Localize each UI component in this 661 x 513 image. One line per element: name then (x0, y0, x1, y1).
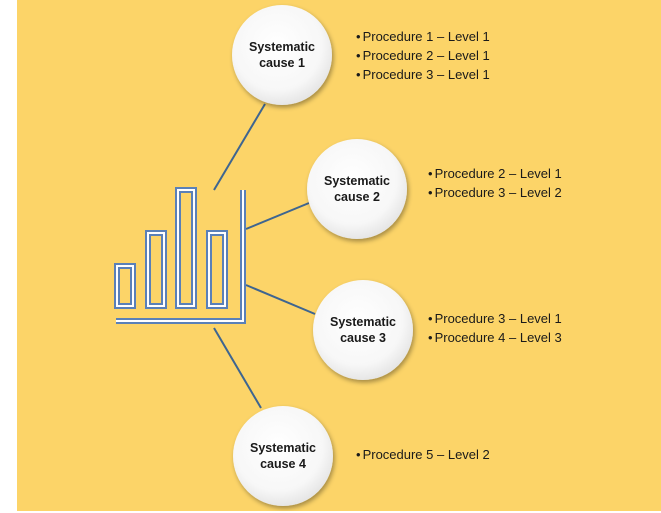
procedure-list-cause-1: •Procedure 1 – Level 1 •Procedure 2 – Le… (356, 27, 490, 84)
cause-label-2: Systematic cause 2 (302, 173, 412, 205)
list-item: •Procedure 3 – Level 1 (428, 311, 562, 326)
list-item: •Procedure 2 – Level 1 (356, 48, 490, 63)
diagram-canvas: Systematic cause 1 Systematic cause 2 Sy… (17, 0, 661, 511)
list-item: •Procedure 2 – Level 1 (428, 166, 562, 181)
connector-cause-2 (245, 202, 310, 230)
cause-4-line1: Systematic (249, 441, 316, 455)
cause-2-line2: cause 2 (334, 190, 380, 204)
cause-3-line1: Systematic (329, 315, 396, 329)
cause-1-line2: cause 1 (259, 56, 305, 70)
cause-3-line2: cause 3 (340, 331, 386, 345)
diagram-graphics (17, 0, 661, 511)
procedure-text: Procedure 3 – Level 1 (434, 311, 562, 326)
cause-1-line1: Systematic (248, 40, 315, 54)
procedure-list-cause-2: •Procedure 2 – Level 1 •Procedure 3 – Le… (428, 164, 562, 202)
cause-circle-4 (233, 406, 333, 506)
list-item: •Procedure 1 – Level 1 (356, 29, 490, 44)
procedure-text: Procedure 1 – Level 1 (362, 29, 490, 44)
cause-2-line1: Systematic (323, 174, 390, 188)
procedure-text: Procedure 2 – Level 1 (362, 48, 490, 63)
cause-label-3: Systematic cause 3 (308, 314, 418, 346)
connector-cause-3 (245, 284, 316, 315)
procedure-text: Procedure 2 – Level 1 (434, 166, 562, 181)
list-item: •Procedure 5 – Level 2 (356, 447, 490, 462)
cause-label-1: Systematic cause 1 (227, 39, 337, 71)
connector-cause-4 (213, 327, 262, 409)
cause-4-line2: cause 4 (260, 457, 306, 471)
list-item: •Procedure 4 – Level 3 (428, 330, 562, 345)
cause-circle-3 (313, 280, 413, 380)
list-item: •Procedure 3 – Level 1 (356, 67, 490, 82)
procedure-text: Procedure 3 – Level 1 (362, 67, 490, 82)
cause-label-4: Systematic cause 4 (228, 440, 338, 472)
procedure-list-cause-3: •Procedure 3 – Level 1 •Procedure 4 – Le… (428, 309, 562, 347)
background (17, 0, 661, 511)
procedure-text: Procedure 3 – Level 2 (434, 185, 562, 200)
list-item: •Procedure 3 – Level 2 (428, 185, 562, 200)
cause-circle-2 (307, 139, 407, 239)
procedure-text: Procedure 4 – Level 3 (434, 330, 562, 345)
connector-cause-1 (213, 103, 266, 191)
bar-chart-icon (114, 187, 246, 324)
procedure-list-cause-4: •Procedure 5 – Level 2 (356, 445, 490, 464)
procedure-text: Procedure 5 – Level 2 (362, 447, 490, 462)
cause-circle-1 (232, 5, 332, 105)
